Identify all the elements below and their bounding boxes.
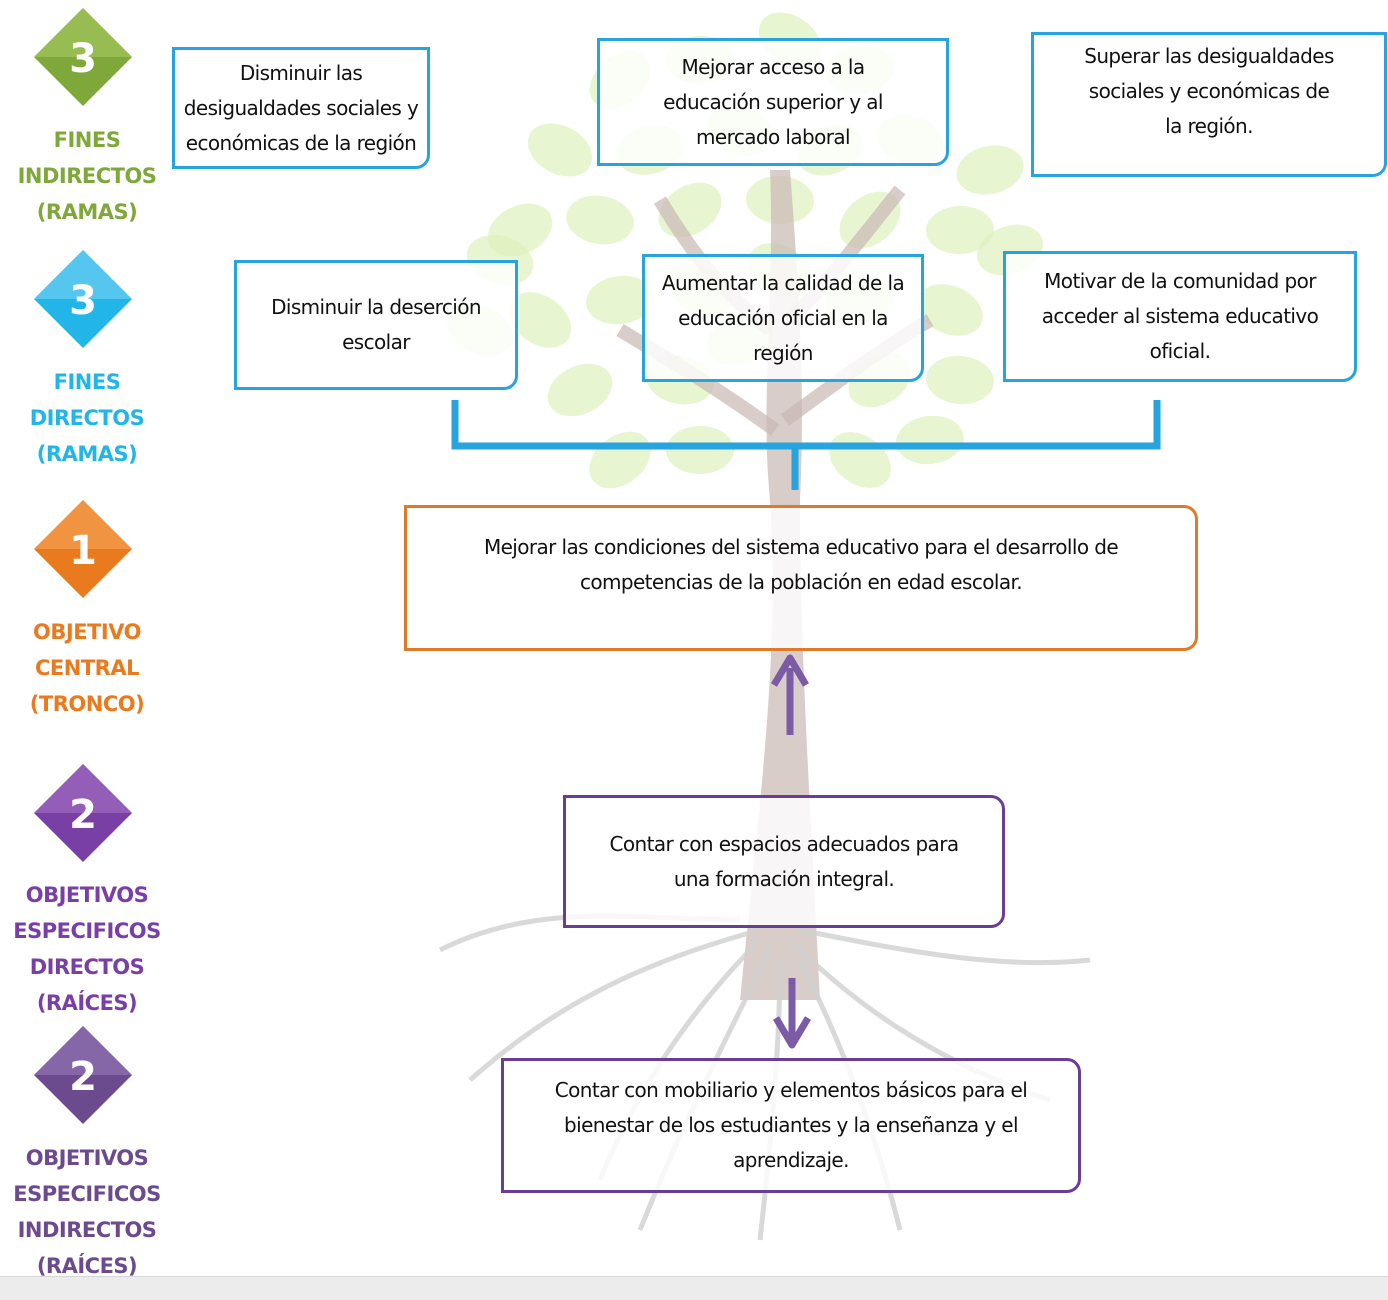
- fin-indirecto-1: Disminuir las desigualdades sociales y e…: [172, 47, 430, 169]
- fines-directos-bracket: [451, 400, 1161, 450]
- objetivo-especifico-indirecto: Contar con mobiliario y elementos básico…: [501, 1058, 1081, 1193]
- objetivo-central-text: Mejorar las condiciones del sistema educ…: [483, 535, 1119, 594]
- fin-indirecto-3: Superar las desigualdades sociales y eco…: [1031, 32, 1387, 177]
- leaf-shape: [829, 432, 891, 488]
- objetivo-especifico-directo: Contar con espacios adecuados para una f…: [563, 795, 1005, 928]
- leaf-shape: [956, 145, 1024, 195]
- leaf-shape: [926, 355, 994, 405]
- fin-directo-2-text: Aumentar la calidad de la educación ofic…: [661, 270, 905, 365]
- leaf-shape: [547, 363, 613, 417]
- leaf-shape: [917, 284, 983, 336]
- badge-number: 2: [69, 792, 97, 838]
- badge-fines-indirectos: 3: [34, 8, 132, 106]
- legend-label-objetivo-central: OBJETIVO CENTRAL (TRONCO): [29, 620, 145, 716]
- legend-label-fines-directos: FINES DIRECTOS (RAMAS): [29, 370, 145, 466]
- legend-label-objetivos-especificos-indirectos: OBJETIVOS ESPECIFICOS INDIRECTOS (RAÍCES…: [13, 1146, 161, 1278]
- fin-directo-1-text: Disminuir la deserción escolar: [271, 295, 481, 354]
- badge-objetivo-central: 1: [34, 500, 132, 598]
- arrow-up-head: [770, 654, 810, 687]
- badge-objetivos-especificos-directos: 2: [34, 764, 132, 862]
- leaf-shape: [586, 275, 654, 325]
- badge-objetivos-especificos-indirectos: 2: [34, 1026, 132, 1124]
- badge-number: 1: [69, 528, 97, 574]
- fin-indirecto-3-text: Superar las desigualdades sociales y eco…: [1084, 44, 1334, 138]
- badge-number: 2: [69, 1054, 97, 1100]
- badge-fines-directos: 3: [34, 250, 132, 348]
- fin-indirecto-2: Mejorar acceso a la educación superior y…: [597, 38, 949, 166]
- badge-number: 3: [69, 36, 97, 82]
- leaf-shape: [527, 123, 593, 177]
- objetivo-central: Mejorar las condiciones del sistema educ…: [404, 505, 1198, 651]
- leaf-shape: [566, 195, 634, 245]
- fin-directo-1: Disminuir la deserción escolar: [234, 260, 518, 390]
- leaf-shape: [589, 431, 651, 489]
- objetivo-especifico-indirecto-text: Contar con mobiliario y elementos básico…: [554, 1078, 1028, 1172]
- leaf-shape: [896, 415, 964, 465]
- fin-directo-2: Aumentar la calidad de la educación ofic…: [642, 254, 924, 382]
- legend-label-objetivos-especificos-directos: OBJETIVOS ESPECIFICOS DIRECTOS (RAÍCES): [13, 883, 161, 1015]
- fin-indirecto-2-text: Mejorar acceso a la educación superior y…: [663, 54, 883, 149]
- leaf-shape: [508, 292, 572, 348]
- bottom-scroll-area: [0, 1276, 1388, 1300]
- fin-directo-3-text: Motivar de la comunidad por acceder al s…: [1041, 269, 1319, 363]
- fin-directo-3: Motivar de la comunidad por acceder al s…: [1003, 251, 1357, 382]
- leaf-shape: [666, 425, 734, 475]
- arrow-down-head: [772, 1016, 812, 1049]
- objetivo-especifico-directo-text: Contar con espacios adecuados para una f…: [609, 831, 960, 891]
- tree-root: [468, 927, 761, 1082]
- leaf-shape: [926, 205, 994, 255]
- tree-root: [799, 927, 1091, 966]
- legend-label-fines-indirectos: FINES INDIRECTOS (RAMAS): [17, 128, 157, 224]
- badge-number: 3: [69, 278, 97, 324]
- fin-indirecto-1-text: Disminuir las desigualdades sociales y e…: [183, 60, 419, 155]
